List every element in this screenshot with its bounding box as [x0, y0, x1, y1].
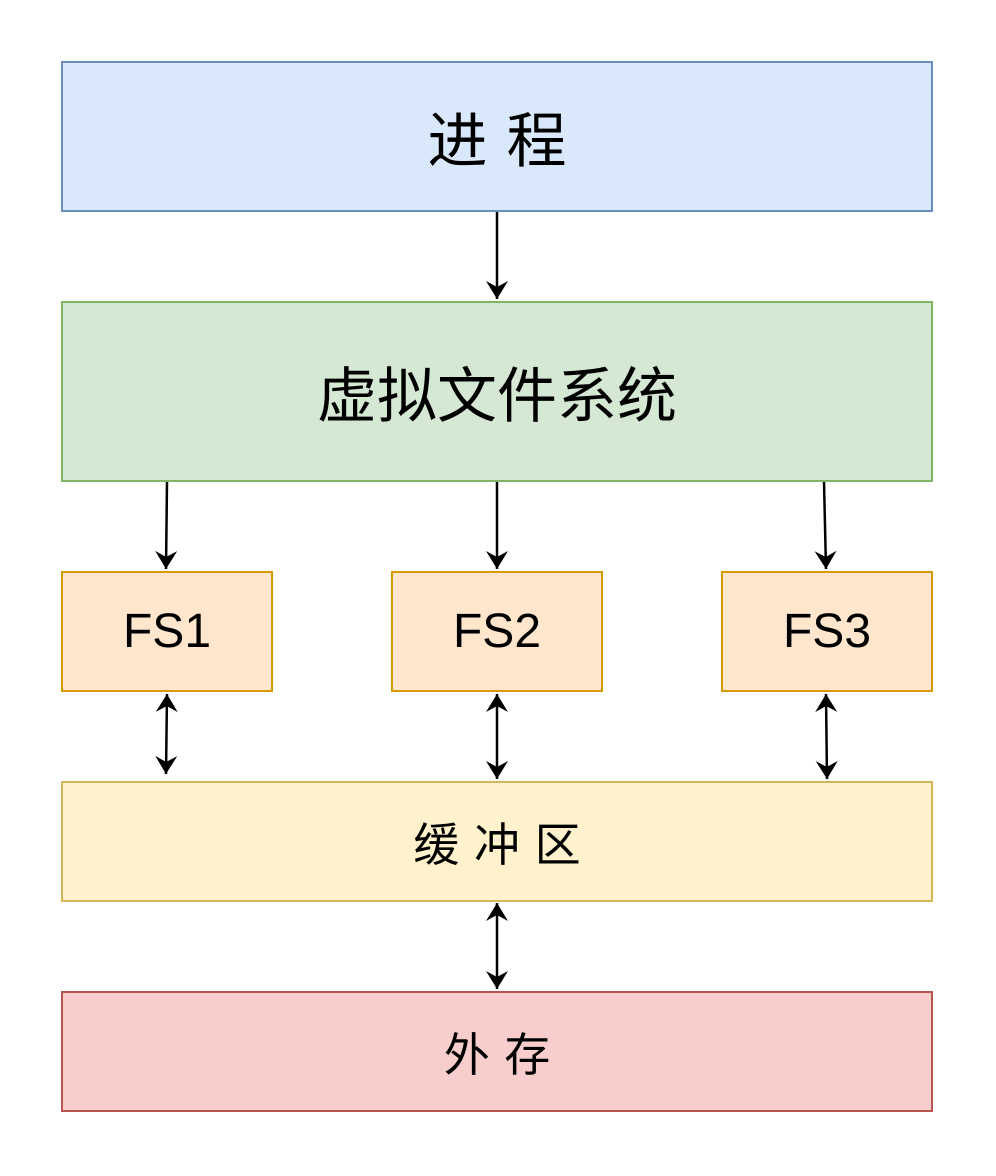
- arrow-fs1-buffer: [155, 693, 178, 775]
- fs1-label: FS1: [122, 605, 212, 658]
- process-label: 进 程: [427, 107, 567, 177]
- fs2-box: FS2: [391, 571, 603, 692]
- arrow-fs3-buffer: [815, 693, 838, 780]
- buffer-box: 缓 冲 区: [61, 781, 933, 902]
- buffer-label: 缓 冲 区: [413, 817, 581, 872]
- vfs-label: 虚拟文件系统: [317, 362, 677, 432]
- external-storage-box: 外 存: [61, 991, 933, 1112]
- process-box: 进 程: [61, 61, 933, 212]
- storage-label: 外 存: [443, 1027, 551, 1082]
- arrow-vfs-to-fs1: [155, 481, 178, 570]
- virtual-file-system-box: 虚拟文件系统: [61, 301, 933, 482]
- fs3-box: FS3: [721, 571, 933, 692]
- fs2-label: FS2: [452, 605, 542, 658]
- fs1-box: FS1: [61, 571, 273, 692]
- fs3-label: FS3: [782, 605, 872, 658]
- arrow-vfs-to-fs3: [814, 481, 837, 570]
